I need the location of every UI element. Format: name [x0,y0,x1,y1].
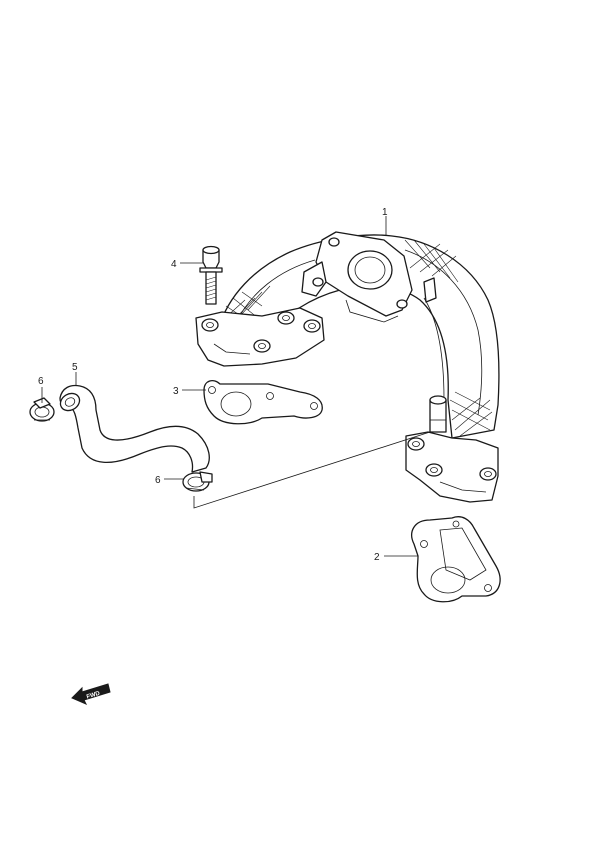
fwd-label: FWD [86,691,101,701]
callout-6-right: 6 [155,475,161,486]
callout-2: 2 [374,552,380,563]
callout-3: 3 [173,386,179,397]
hose [59,384,210,473]
gasket-lower [411,516,501,603]
routing-line [193,431,431,509]
hose-clamp-right [182,471,213,492]
callout-5: 5 [72,362,78,373]
callout-leaders [41,216,418,557]
bolt [199,245,223,305]
fwd-arrow-icon: FWD [71,683,111,705]
inlet-pipe [195,231,500,503]
callout-1: 1 [382,207,388,218]
callout-4: 4 [171,259,177,270]
callout-6-left: 6 [38,376,44,387]
gasket-upper [203,379,323,425]
